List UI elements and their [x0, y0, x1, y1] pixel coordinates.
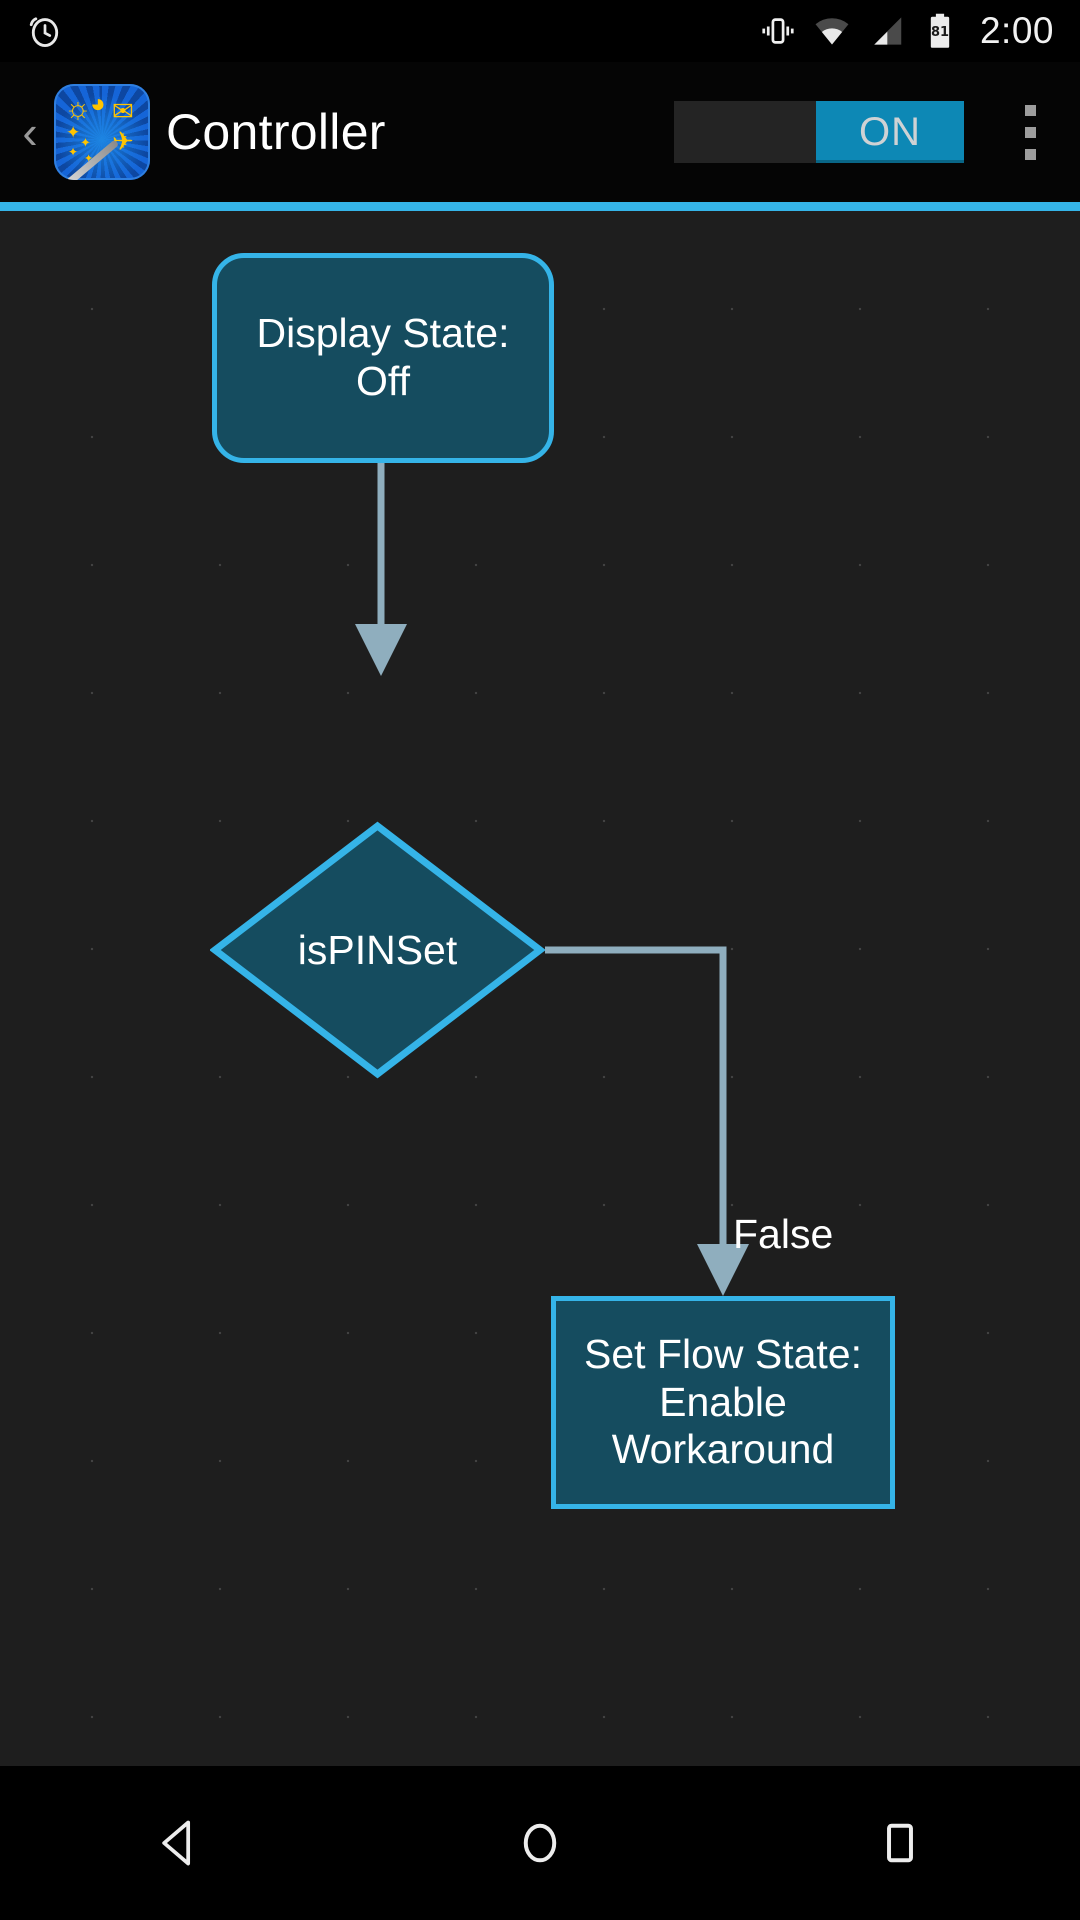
flow-node-ispinset[interactable]: isPINSet: [210, 821, 545, 1079]
flow-node-label-line: Enable: [659, 1378, 787, 1425]
wifi-icon: [813, 12, 851, 50]
vibrate-icon: [760, 13, 796, 49]
battery-level-text: 81: [931, 25, 949, 40]
overflow-menu-icon[interactable]: [982, 62, 1078, 202]
profile-enable-toggle[interactable]: ON: [674, 101, 964, 163]
home-button[interactable]: [440, 1766, 640, 1920]
app-icon-sun-glyph: ☼: [64, 92, 92, 125]
status-bar: 81 2:00: [0, 0, 1080, 62]
flow-node-display-state[interactable]: Display State: Off: [212, 253, 554, 463]
app-icon-wifi-glyph: ◕: [90, 88, 106, 118]
flow-node-set-flow-state[interactable]: Set Flow State: Enable Workaround: [551, 1296, 895, 1509]
android-navigation-bar: [0, 1766, 1080, 1920]
overflow-dot: [1024, 148, 1036, 160]
app-icon-plane-glyph: ✈: [112, 126, 134, 156]
flow-node-label: Display State: Off: [256, 310, 510, 404]
connector-display-to-ispinset: [355, 461, 407, 676]
app-icon-star-glyph: ✦: [68, 145, 79, 159]
recents-button[interactable]: [800, 1766, 1000, 1920]
page-title: Controller: [166, 104, 386, 160]
status-bar-left: [0, 12, 64, 50]
overflow-dot: [1024, 104, 1036, 116]
edge-label-false: False: [733, 1211, 834, 1257]
toggle-thumb-label[interactable]: ON: [816, 101, 964, 163]
flow-node-label-line: Workaround: [611, 1426, 835, 1473]
diamond-shape: [210, 821, 545, 1079]
connector-ispinset-to-setflowstate: [545, 946, 749, 1296]
back-button[interactable]: [80, 1766, 280, 1920]
flow-connectors: [355, 461, 749, 1296]
flow-node-label: isPINSet: [297, 926, 458, 973]
action-bar: ‹ ☼ ◕ ✉ ✈ ✦ ✦ ✦ ✦ Controller ON: [0, 62, 1080, 202]
up-navigation-icon[interactable]: ‹: [22, 106, 38, 158]
battery-icon: 81: [923, 12, 957, 50]
cellular-signal-icon: [868, 12, 906, 50]
back-triangle-icon: [162, 1820, 191, 1866]
status-bar-clock: 2:00: [979, 10, 1054, 51]
app-icon-star-glyph: ✦: [80, 135, 91, 150]
home-circle-icon: [523, 1823, 557, 1863]
status-bar-right: 81 2:00: [760, 10, 1080, 52]
app-icon-rays: [54, 84, 150, 180]
app-icon-star-glyph: ✦: [66, 123, 81, 142]
flow-canvas[interactable]: Display State: Off isPINSet False Set Fl…: [0, 211, 1080, 1766]
tasker-app-icon: ☼ ◕ ✉ ✈ ✦ ✦ ✦ ✦: [54, 84, 150, 180]
overflow-dot: [1024, 126, 1036, 138]
app-icon-star-glyph: ✦: [84, 153, 94, 165]
accent-divider: [0, 202, 1080, 211]
alarm-icon: [26, 12, 64, 50]
flow-node-label-line: Set Flow State:: [583, 1331, 862, 1378]
recents-square-icon: [887, 1823, 913, 1863]
app-icon-envelope-glyph: ✉: [112, 96, 134, 126]
